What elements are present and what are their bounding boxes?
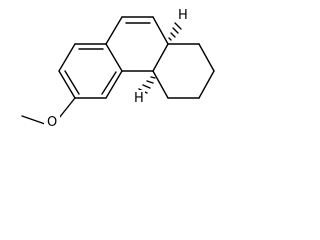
- hydrogen-bottom-label: H: [134, 91, 144, 106]
- bond-ring-b-1: [105, 16, 123, 45]
- atom-labels: O H H: [44, 7, 189, 130]
- chemical-structure-diagram: O H H: [21, 7, 215, 130]
- hydrogen-top-label: H: [178, 8, 188, 23]
- aromatic-ring: [58, 43, 123, 99]
- methoxy-group: [21, 97, 76, 125]
- oxygen-label: O: [47, 115, 57, 130]
- hash-top-4: [174, 22, 182, 30]
- bond-ring-a-6: [58, 43, 76, 72]
- bond-ring-a-5: [58, 70, 76, 99]
- hash-bottom-1: [150, 76, 156, 79]
- hash-bottom-3: [142, 84, 151, 89]
- hash-top-3: [172, 27, 179, 34]
- hydrogen-top-label-background: [177, 7, 189, 22]
- hash-top-2: [170, 32, 176, 38]
- oxygen-label-background: [44, 113, 60, 129]
- bond-oxygen-methyl: [21, 115, 46, 125]
- middle-ring: [105, 16, 169, 72]
- hash-bottom-2: [146, 80, 154, 84]
- hashed-wedge-top: [168, 22, 182, 41]
- bond-ring-b-3: [152, 16, 169, 45]
- bond-ring-c-3: [198, 70, 215, 99]
- bond-ring-a-3-inner: [101, 71, 117, 95]
- bond-ring-b-4: [152, 43, 169, 72]
- hydrogen-bottom-label-background: [133, 90, 145, 105]
- hash-top-1: [168, 37, 172, 41]
- structure-canvas: O H H: [0, 0, 246, 155]
- bond-ring-a-3: [105, 70, 123, 99]
- bond-ring-c-5: [152, 70, 169, 99]
- bond-ring-a-5-inner: [64, 70, 80, 95]
- bond-ring-a-2: [105, 43, 123, 72]
- cyclohexane-ring: [152, 43, 215, 99]
- bond-ring-c-2: [198, 43, 215, 72]
- bond-aryl-oxygen: [58, 97, 76, 119]
